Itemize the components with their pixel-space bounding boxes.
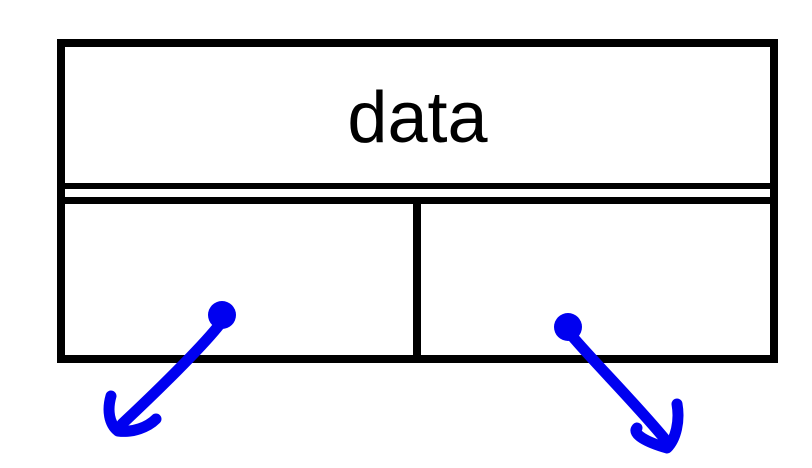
left-arrow-head	[103, 390, 162, 437]
top-cell-bottom-border	[57, 183, 778, 189]
right-pointer-cell	[421, 204, 770, 355]
data-label: data	[347, 78, 488, 158]
left-pointer-cell	[65, 204, 413, 355]
right-arrow-head	[630, 398, 684, 454]
data-cell: data	[57, 39, 778, 197]
pointer-cells-divider	[413, 197, 421, 363]
